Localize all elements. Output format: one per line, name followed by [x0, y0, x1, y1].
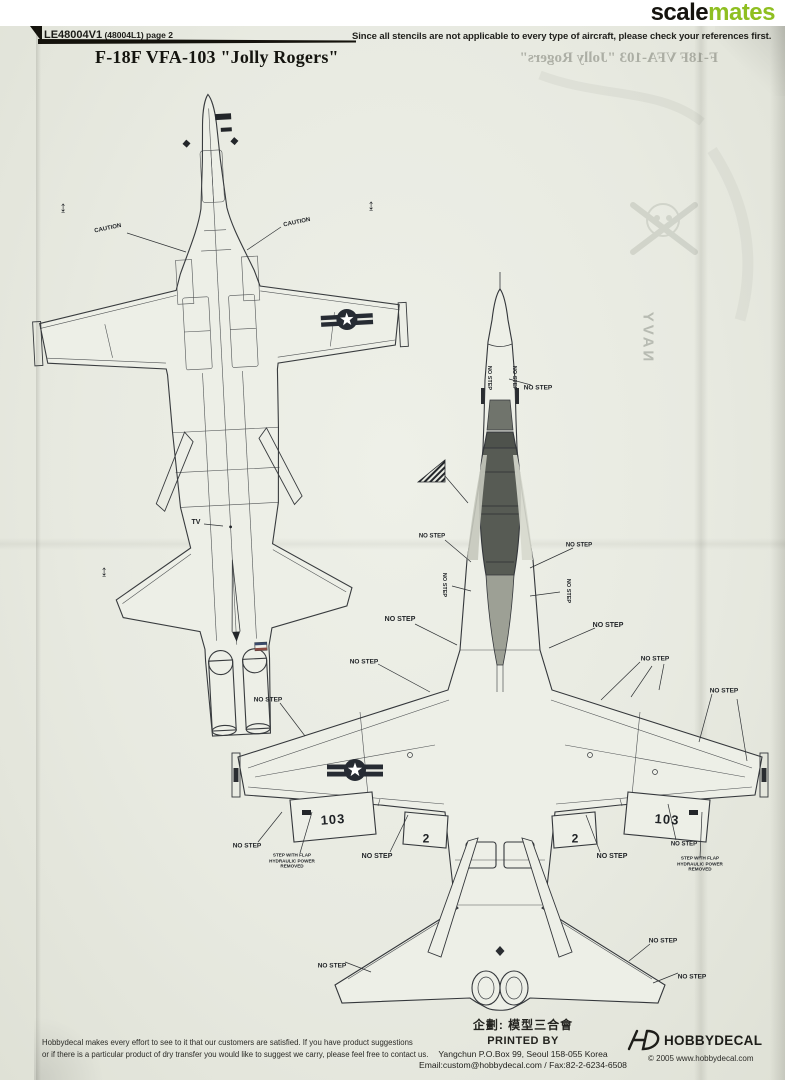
- stencil-no-step: NO STEP: [317, 962, 347, 970]
- right-aircraft-top-view: [231, 272, 769, 1011]
- fuselage-outline: [39, 93, 400, 737]
- stencil-no-step: NO STEP: [253, 696, 283, 704]
- right-flap-panel: [623, 791, 711, 843]
- stencil-no-step: NO STEP: [418, 533, 446, 540]
- hobbydecal-brand-text: HOBBYDECAL: [664, 1032, 763, 1048]
- stencil-no-step: NO STEP: [592, 622, 624, 630]
- stencil-notice: Since all stencils are not applicable to…: [352, 31, 772, 42]
- modex-103: 103: [654, 811, 680, 828]
- flap-number-2: 2: [571, 831, 579, 846]
- stencil-no-step: NO STEP: [441, 572, 448, 598]
- hobbydecal-logo-block: HOBBYDECAL: [624, 1028, 762, 1052]
- hobbydecal-logo-icon: [627, 1029, 660, 1051]
- hoist-arrow-icon: ↨: [100, 562, 108, 579]
- product-code: LE48004V1 (48004L1) page 2: [44, 29, 173, 41]
- stencil-no-step: NO STEP: [670, 841, 698, 848]
- stencil-no-step: NO STEP: [596, 853, 628, 861]
- national-insignia-left-plane: [320, 308, 374, 330]
- canopy: [479, 447, 521, 587]
- stencil-step-with-flap: STEP WITH FLAP HYDRAULIC POWER REMOVED: [677, 855, 723, 872]
- nose-diamond-markers: [182, 113, 239, 529]
- stencil-no-step: NO STEP: [486, 365, 493, 391]
- left-aircraft-bottom-view: [32, 93, 409, 737]
- customer-note-line1: Hobbydecal makes every effort to see to …: [42, 1038, 413, 1047]
- copyright-text: © 2005 www.hobbydecal.com: [648, 1054, 754, 1063]
- customer-note-line2: or if there is a particular product of d…: [42, 1050, 429, 1060]
- left-flap-panel: [289, 791, 377, 843]
- stencil-no-step: NO STEP: [511, 365, 518, 391]
- stencil-no-step: NO STEP: [232, 842, 262, 850]
- product-code-main: LE48004V1: [44, 29, 103, 41]
- hoist-arrow-icon: ↨: [367, 196, 375, 213]
- publisher-address: Yangchun P.O.Box 99, Seoul 158-055 Korea: [438, 1049, 608, 1059]
- planning-credit: 企劃: 模型三合會: [472, 1018, 574, 1032]
- stencil-no-step: NO STEP: [648, 937, 678, 945]
- printed-by-label: PRINTED BY: [487, 1035, 559, 1047]
- flap-number-2: 2: [422, 831, 430, 846]
- anti-glare-panel: [486, 399, 514, 431]
- flag-sticker: [254, 641, 268, 652]
- stencil-no-step: NO STEP: [361, 853, 393, 861]
- scalemates-scale-text: scale: [650, 0, 709, 26]
- stencil-no-step: NO STEP: [523, 384, 553, 392]
- stencil-no-step: NO STEP: [640, 655, 670, 663]
- scalemates-watermark: scalemates: [0, 0, 785, 26]
- ghost-skull-and-bones: [538, 70, 754, 322]
- modex-103: 103: [320, 811, 346, 828]
- customer-note: Hobbydecal makes every effort to see to …: [42, 1037, 428, 1061]
- stencil-no-step: NO STEP: [565, 578, 572, 604]
- hatched-triangle-marker: [416, 459, 446, 483]
- page-edge-line: [38, 39, 356, 44]
- page-title: F-18F VFA-103 "Jolly Rogers": [95, 47, 339, 67]
- stencil-tv: TV: [191, 519, 201, 527]
- hoist-arrow-icon: ↨: [59, 198, 67, 215]
- scalemates-mates-text: mates: [708, 0, 775, 26]
- product-code-suffix: (48004L1) page 2: [102, 30, 173, 40]
- stencil-no-step: NO STEP: [565, 542, 593, 549]
- stencil-no-step: NO STEP: [677, 973, 707, 981]
- national-insignia-right-plane: [327, 759, 383, 781]
- leader-lines: [126, 226, 748, 984]
- stencil-no-step: NO STEP: [709, 687, 739, 695]
- windscreen: [483, 431, 517, 449]
- stencil-no-step: NO STEP: [384, 616, 416, 624]
- publisher-contact: Email:custom@hobbydecal.com / Fax:82-2-6…: [419, 1060, 627, 1070]
- stencil-step-with-flap: STEP WITH FLAP HYDRAULIC POWER REMOVED: [269, 852, 315, 869]
- left-vertical-fin: [427, 837, 479, 958]
- stencil-no-step: NO STEP: [349, 658, 379, 666]
- publisher-block: 企劃: 模型三合會 PRINTED BY Yangchun P.O.Box 99…: [395, 1016, 651, 1070]
- right-vertical-fin: [521, 837, 573, 958]
- scanned-paper: [0, 26, 785, 1080]
